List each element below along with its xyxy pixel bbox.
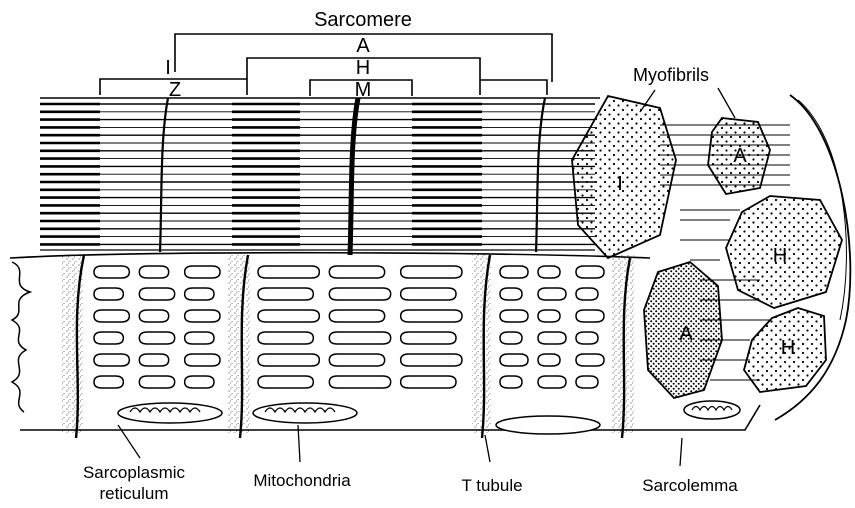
reticulum-tubule (329, 332, 390, 344)
reticulum-tubule (329, 354, 384, 366)
reticulum-tubule (139, 310, 168, 322)
reticulum-tubule (329, 310, 384, 322)
cross-section-label-h-lower: H (781, 337, 795, 359)
label-t-tubule: T tubule (461, 476, 522, 495)
leader-sarcolemma (680, 438, 682, 466)
reticulum-tubule (94, 332, 123, 344)
reticulum-tubule (139, 376, 174, 388)
reticulum-tubule (258, 354, 319, 366)
reticulum-tubule (185, 354, 220, 366)
mitochondrion (496, 416, 600, 434)
cross-section-label-a-reticulum: A (679, 323, 693, 345)
reticulum-tubule (401, 288, 456, 300)
reticulum-tubule (258, 266, 319, 278)
cross-section-label-h-upper: H (773, 245, 787, 267)
reticulum-tubule (94, 376, 123, 388)
reticulum-tubule (576, 266, 604, 278)
reticulum-tubule (401, 266, 462, 278)
reticulum-tubule (500, 288, 522, 300)
reticulum-tubule (576, 288, 598, 300)
reticulum-tubule (329, 376, 390, 388)
reticulum-tubule (401, 332, 456, 344)
label-myofibrils: Myofibrils (633, 65, 709, 85)
reticulum-tubule (401, 310, 462, 322)
label-h-zone: H (356, 57, 370, 79)
t-tubule-band (472, 255, 492, 433)
m-line (350, 98, 358, 255)
reticulum-tubule (94, 288, 123, 300)
reticulum-tubule (538, 310, 560, 322)
cross-section-label-i: I (617, 173, 623, 195)
label-m-line: M (355, 79, 372, 101)
label-i-band: I (165, 57, 171, 79)
reticulum-tubule (538, 288, 566, 300)
t-tubule-band (228, 255, 250, 433)
cross-section-label-a: A (733, 145, 747, 167)
reticulum-tubule (538, 332, 566, 344)
reticulum-tubule (538, 266, 560, 278)
reticulum-outline-top (10, 253, 650, 258)
label-z-line: Z (169, 79, 181, 101)
reticulum-tubule (401, 354, 462, 366)
reticulum-tubule (139, 354, 168, 366)
reticulum-tubule (576, 332, 598, 344)
reticulum-tubule (500, 266, 528, 278)
label-mitochondria: Mitochondria (253, 471, 351, 490)
mitochondria-row (118, 401, 740, 434)
reticulum-tubule (94, 310, 129, 322)
leader-t-tubule (485, 435, 490, 462)
reticulum-tubule (576, 354, 604, 366)
reticulum-tubule (576, 376, 598, 388)
cross-section-i-band (572, 96, 676, 258)
reticulum-tubule (185, 266, 220, 278)
reticulum-tubule (94, 354, 129, 366)
leader-myofibrils-a (718, 88, 735, 118)
reticulum-tubule (329, 288, 390, 300)
reticulum-tubule (258, 288, 313, 300)
reticulum-tubule (185, 310, 220, 322)
reticulum-tubule (576, 310, 604, 322)
reticulum-tubule (185, 332, 214, 344)
reticulum-tubule (258, 376, 313, 388)
reticulum-tubule (258, 332, 313, 344)
reticulum-left-end (12, 262, 30, 412)
label-group: Sarcomere A H M I Z Myofibrils I A H H A… (83, 9, 795, 503)
myofibril-bundle (40, 98, 600, 255)
reticulum-tubule (329, 266, 384, 278)
reticulum-tubule (538, 376, 566, 388)
reticulum-tubule (500, 310, 528, 322)
reticulum-tubule (500, 354, 528, 366)
label-sarcolemma: Sarcolemma (642, 476, 738, 495)
reticulum-tubule (139, 288, 174, 300)
reticulum-tubule (139, 266, 168, 278)
reticulum-tubule (139, 332, 174, 344)
reticulum-tubule (500, 376, 522, 388)
reticulum-tubule (538, 354, 560, 366)
label-sarcomere: Sarcomere (314, 9, 412, 31)
reticulum-tubule (94, 266, 129, 278)
reticulum-tubule (500, 332, 522, 344)
reticulum-tubule (185, 288, 214, 300)
label-sarcoplasmic-line1: Sarcoplasmic (83, 463, 186, 482)
reticulum-tubule (401, 376, 456, 388)
label-sarcoplasmic-line2: reticulum (100, 484, 169, 503)
label-a-band: A (356, 35, 370, 57)
i-band-bracket-right (480, 80, 547, 95)
reticulum-tubule (258, 310, 319, 322)
reticulum-tubule (185, 376, 214, 388)
